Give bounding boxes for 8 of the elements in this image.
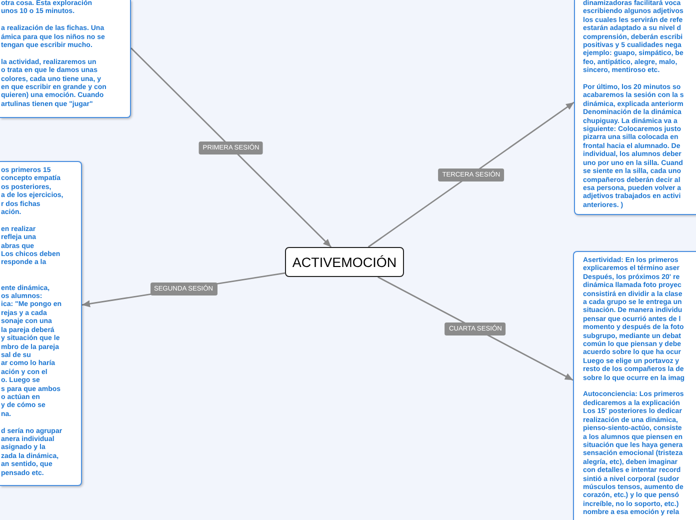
topic-card <box>0 0 131 118</box>
topic-card <box>574 0 696 215</box>
central-topic: ACTIVEMOCIÓN <box>285 247 404 277</box>
connector-arrow <box>378 276 574 381</box>
connector-arrow <box>130 48 332 248</box>
connector-arrow <box>368 102 574 248</box>
topic-card <box>0 161 82 486</box>
topic-card <box>573 251 696 520</box>
